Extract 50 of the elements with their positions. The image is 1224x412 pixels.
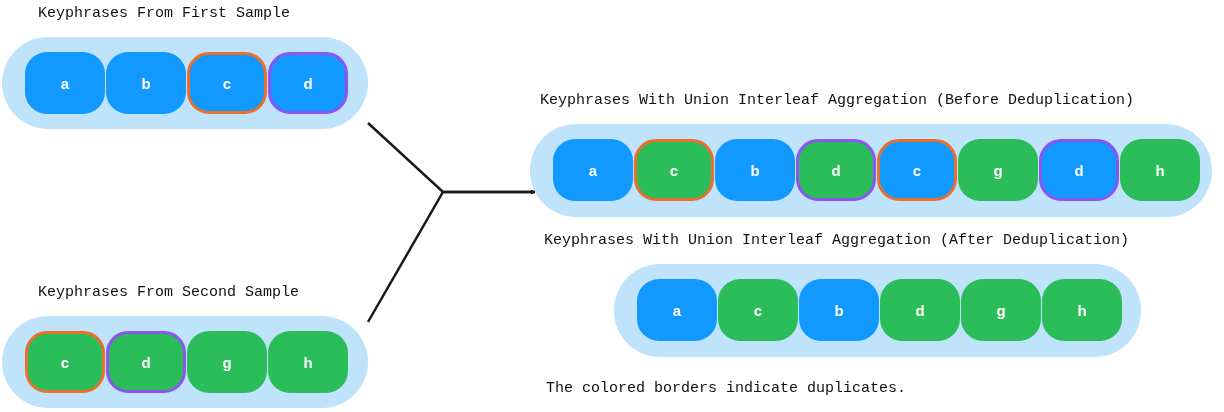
keyphrase-tile [634,139,714,201]
group-title: Keyphrases From Second Sample [38,284,300,301]
keyphrase-text: b [141,74,151,92]
keyphrase-tile [958,139,1038,201]
keyphrase-tile [187,331,267,393]
keyphrase-tile [715,139,795,201]
keyphrase-text: c [912,161,922,179]
keyphrase-text: d [915,301,925,319]
keyphrase-tile [877,139,957,201]
group-title: Keyphrases With Union Interleaf Aggregation (Before Deduplication) [540,92,1135,109]
keyphrase-text: d [141,353,151,371]
group-title: Keyphrases From First Sample [38,5,291,22]
keyphrase-tile [187,52,267,114]
keyphrase-tile [1039,139,1119,201]
keyphrase-tile [1120,139,1200,201]
keyphrase-text: h [1155,161,1165,179]
keyphrase-text: a [672,301,682,319]
keyphrase-text: c [60,353,70,371]
keyphrase-tile [25,52,105,114]
keyphrase-text: c [669,161,679,179]
keyphrase-text: d [831,161,841,179]
keyphrase-tile [880,279,960,341]
keyphrase-text: g [996,301,1006,319]
keyphrase-text: c [753,301,763,319]
keyphrase-tile [961,279,1041,341]
keyphrase-tile [1042,279,1122,341]
keyphrase-text: g [222,353,232,371]
keyphrase-text: d [303,74,313,92]
keyphrase-tile [268,52,348,114]
keyphrase-text: b [834,301,844,319]
keyphrase-text: g [993,161,1003,179]
keyphrase-tile [637,279,717,341]
keyphrase-text: h [303,353,313,371]
keyphrase-text: a [60,74,70,92]
keyphrase-text: h [1077,301,1087,319]
group-title: Keyphrases With Union Interleaf Aggregation (After Deduplication) [544,232,1130,249]
keyphrase-text: d [1074,161,1084,179]
keyphrase-tile [799,279,879,341]
keyphrase-tile [553,139,633,201]
keyphrase-text: c [222,74,232,92]
keyphrase-tile [106,52,186,114]
keyphrase-text: b [750,161,760,179]
keyphrase-tile [796,139,876,201]
keyphrase-tile [268,331,348,393]
arrow [366,189,536,323]
keyphrase-tile [718,279,798,341]
keyphrase-text: a [588,161,598,179]
keyphrase-tile [106,331,186,393]
keyphrase-tile [25,331,105,393]
note-text: The colored borders indicate duplicates. [546,380,907,397]
